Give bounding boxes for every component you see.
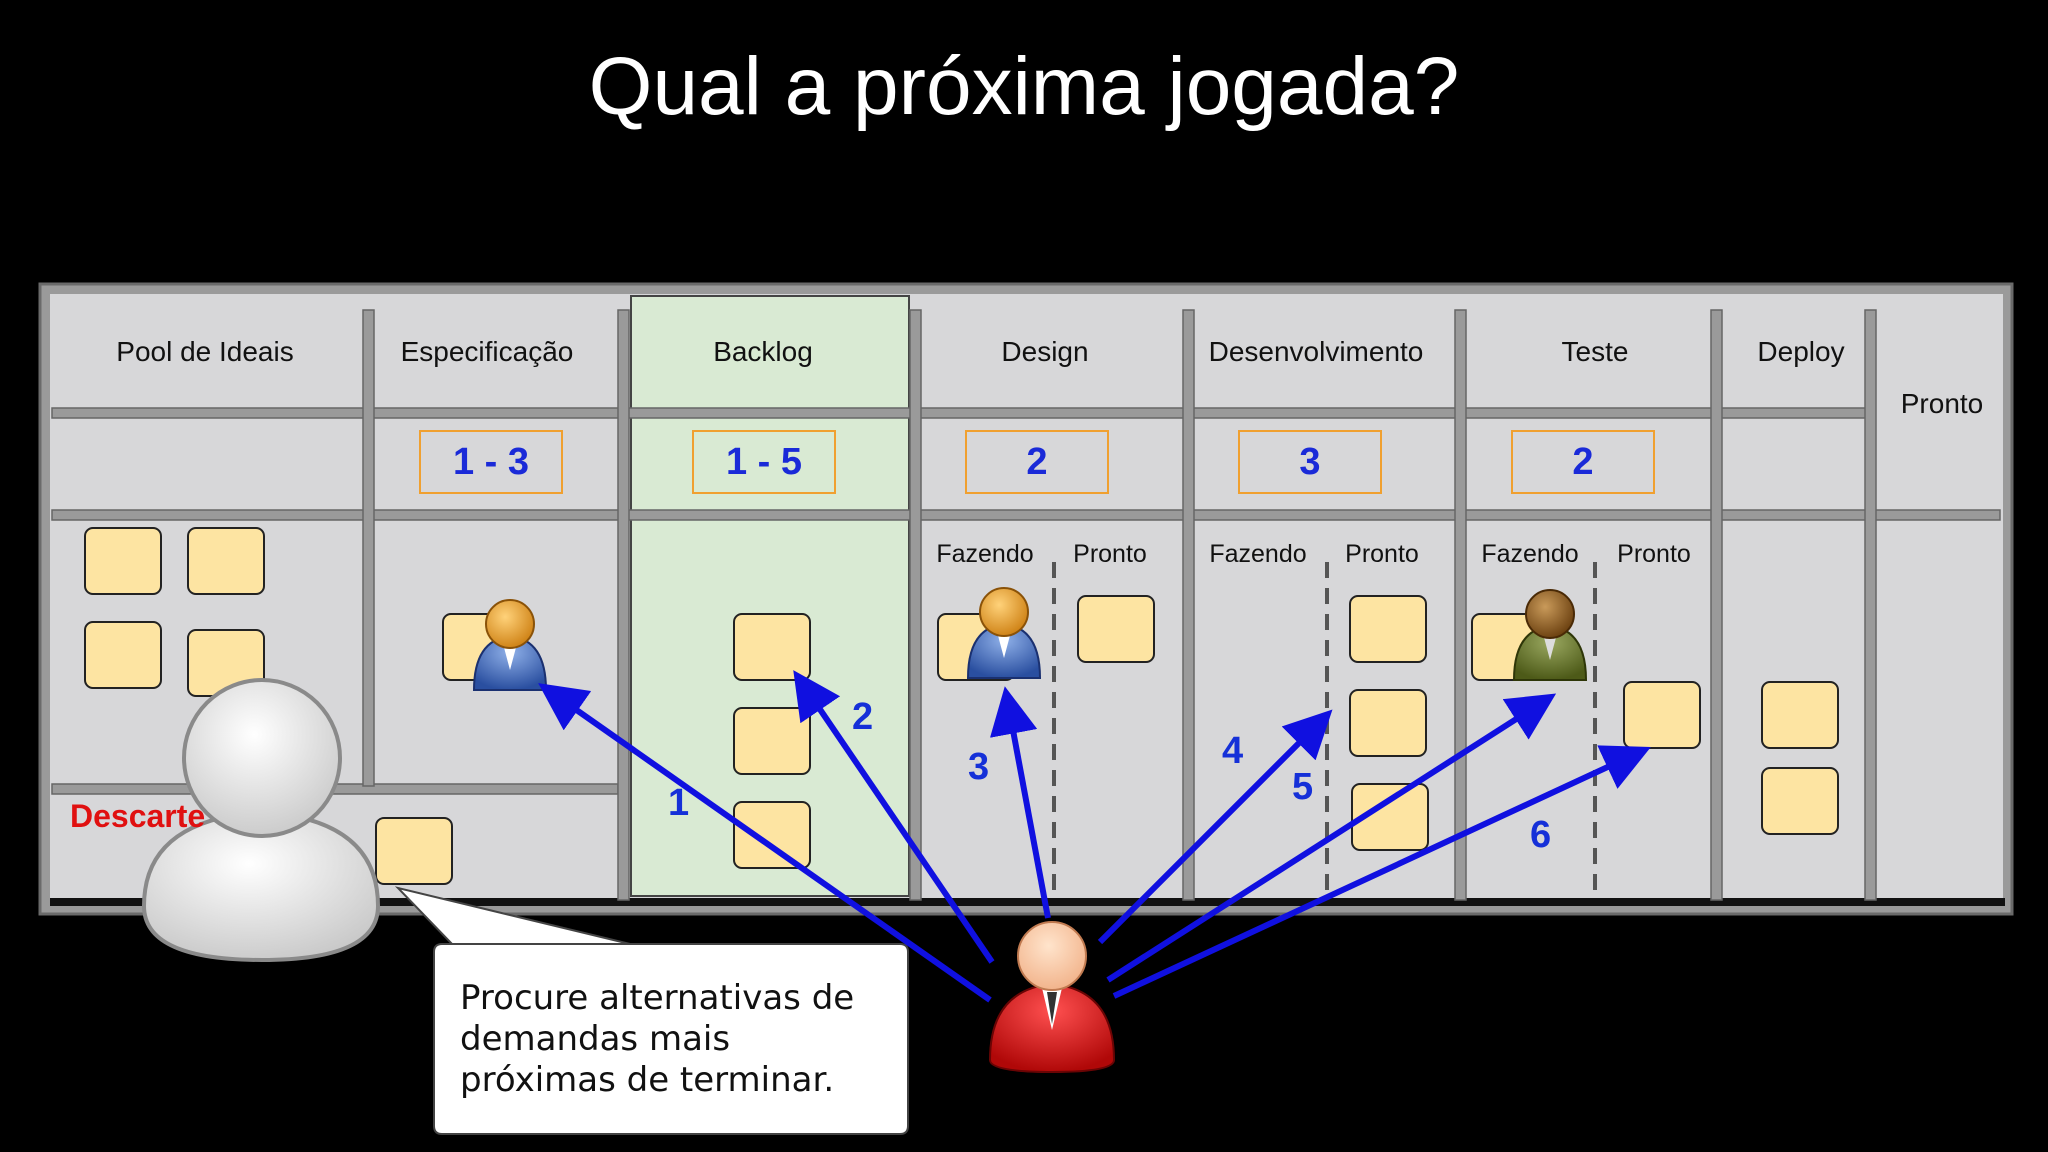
arrow-label-4: 4 <box>1222 730 1244 772</box>
subcol-dev-doing: Fazendo <box>1209 540 1307 568</box>
subcol-design-doing: Fazendo <box>936 540 1034 568</box>
subcol-teste-done: Pronto <box>1617 540 1691 568</box>
card <box>1761 681 1839 749</box>
backlog-highlight <box>630 295 910 897</box>
wip-limit-dev: 3 <box>1238 430 1382 494</box>
wip-limit-teste: 2 <box>1511 430 1655 494</box>
arrow-label-5: 5 <box>1292 766 1314 808</box>
card <box>1623 681 1701 749</box>
column-header-backlog: Backlog <box>713 336 813 367</box>
card <box>733 707 811 775</box>
player-icon <box>988 921 1116 1074</box>
worker-design-icon <box>966 587 1042 679</box>
card <box>733 613 811 681</box>
card <box>1351 783 1429 851</box>
speech-bubble <box>394 886 909 1135</box>
column-header-pronto: Pronto <box>1900 388 1984 419</box>
worker-teste-icon <box>1512 589 1588 681</box>
wip-limit-design: 2 <box>965 430 1109 494</box>
card <box>733 801 811 869</box>
column-header-teste: Teste <box>1561 336 1629 367</box>
subcol-design-done: Pronto <box>1073 540 1147 568</box>
card <box>187 527 265 595</box>
rail-header <box>51 407 1867 419</box>
card <box>1077 595 1155 663</box>
post-4 <box>1182 309 1195 901</box>
column-header-dev: Desenvolvimento <box>1208 336 1424 367</box>
arrow-label-2: 2 <box>852 696 874 738</box>
move-arrows <box>538 670 1651 1003</box>
post-3 <box>909 309 922 901</box>
speech-bubble-text: Procure alternativas de demandas mais pr… <box>460 978 855 1100</box>
post-2 <box>617 309 630 901</box>
arrow-label-3: 3 <box>968 746 990 788</box>
post-1 <box>362 309 375 787</box>
wip-limit-backlog: 1 - 5 <box>692 430 836 494</box>
card <box>1349 689 1427 757</box>
card <box>84 527 162 595</box>
arrow-label-1: 1 <box>668 782 690 824</box>
column-header-pool: Pool de Ideais <box>116 336 294 367</box>
column-header-design: Design <box>1001 336 1089 367</box>
slide-title: Qual a próxima jogada? <box>588 41 1460 132</box>
arrow-label-6: 6 <box>1530 814 1552 856</box>
column-header-spec: Especificação <box>400 336 574 367</box>
worker-spec-icon <box>472 599 548 691</box>
post-5 <box>1454 309 1467 901</box>
card <box>375 817 453 885</box>
rail-wip <box>51 509 2001 521</box>
card <box>84 621 162 689</box>
board-bottom-edge <box>50 898 2005 906</box>
subcol-teste-doing: Fazendo <box>1481 540 1579 568</box>
card <box>1349 595 1427 663</box>
subcol-dev-done: Pronto <box>1345 540 1419 568</box>
post-6 <box>1710 309 1723 901</box>
card <box>1761 767 1839 835</box>
post-7 <box>1864 309 1877 901</box>
column-header-deploy: Deploy <box>1757 336 1845 367</box>
descarte-label: Descarte <box>70 798 206 834</box>
wip-limit-spec: 1 - 3 <box>419 430 563 494</box>
observer-user-icon <box>141 678 381 963</box>
column-posts <box>362 309 1877 901</box>
